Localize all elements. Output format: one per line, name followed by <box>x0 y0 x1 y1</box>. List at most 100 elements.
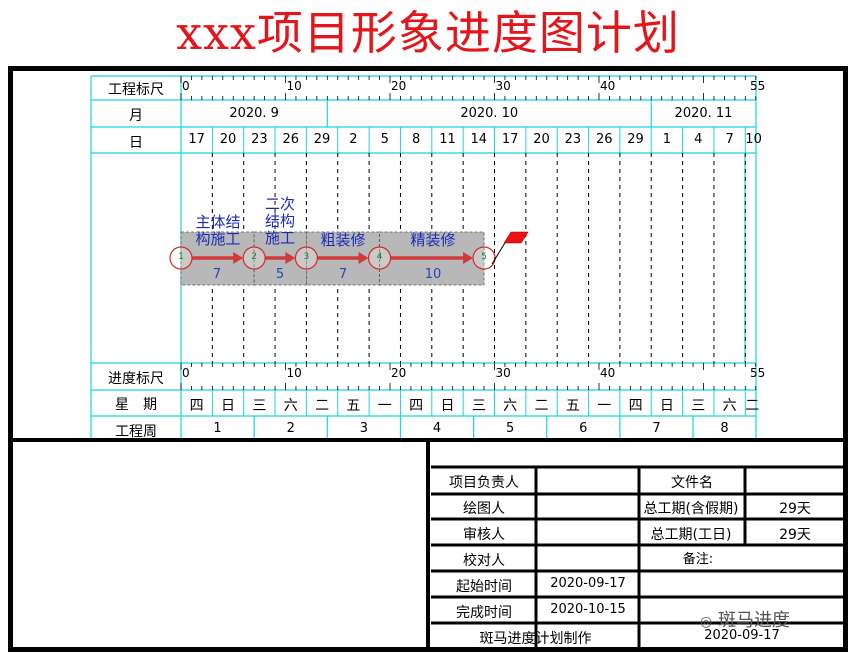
watermark-text: 斑马进度 <box>717 610 790 631</box>
day-cell: 23 <box>251 132 268 147</box>
file-name-label: 文件名 <box>671 475 713 491</box>
event-node <box>294 246 318 270</box>
made-date-value: 2020-09-17 <box>704 628 780 643</box>
week-cell: 3 <box>359 421 368 436</box>
row-label-scale-top: 工程标尺 <box>108 82 164 98</box>
scale-bottom-tick-label: 55 <box>750 366 766 380</box>
task-label-line: 构施工 <box>195 230 241 248</box>
scale-top-tick-label: 10 <box>286 79 302 93</box>
made-by-label: 斑马进度计划制作 <box>479 631 592 647</box>
weekday-cell: 四 <box>409 398 424 414</box>
month-cell: 2020. 10 <box>460 106 519 121</box>
event-node <box>242 246 266 270</box>
day-cell: 2 <box>349 132 358 147</box>
proofreader-label: 校对人 <box>463 553 505 569</box>
task-label-line: 结构 <box>264 212 295 230</box>
drawer-label: 绘图人 <box>463 501 505 517</box>
day-cell: 4 <box>694 132 703 147</box>
task-label-line: 二次 <box>264 195 295 213</box>
day-cell: 20 <box>219 132 237 147</box>
scale-top-tick-label: 0 <box>182 79 190 93</box>
scale-bottom-tick-label: 30 <box>495 366 511 380</box>
remarks-label: 备注: <box>682 552 714 567</box>
scale-bottom-tick-label: 40 <box>600 366 616 380</box>
week-cell: 4 <box>432 421 442 436</box>
event-node-label: 2 <box>251 252 257 262</box>
row-label-month: 月 <box>129 108 143 124</box>
weekday-cell: 日 <box>659 398 674 414</box>
row-label-scale-bottom: 进度标尺 <box>108 371 164 387</box>
task-arrow-head <box>233 252 244 264</box>
event-node-label: 1 <box>178 252 184 262</box>
wechat-icon: ◎ <box>700 614 713 630</box>
task-duration: 5 <box>275 267 285 282</box>
day-cell: 5 <box>380 132 389 147</box>
task-arrow-head <box>463 252 474 264</box>
day-cell: 26 <box>595 132 613 147</box>
day-cell: 29 <box>627 132 644 147</box>
day-cell: 7 <box>725 132 734 147</box>
week-cell: 1 <box>213 421 222 436</box>
weekday-cell: 四 <box>628 398 643 414</box>
row-label-weekday: 星 期 <box>115 397 157 413</box>
weekday-cell: 三 <box>252 398 267 414</box>
task-label-secondary-structure: 二次 结构 施工 <box>258 196 302 247</box>
day-cell: 11 <box>439 132 456 147</box>
event-node <box>367 246 392 270</box>
week-cell: 6 <box>579 421 588 436</box>
task-label-line: 施工 <box>264 229 295 247</box>
month-cell: 2020. 11 <box>674 106 733 121</box>
start-time-label: 起始时间 <box>456 579 512 595</box>
weekday-cell: 三 <box>471 398 486 414</box>
event-node <box>169 246 193 270</box>
weekday-cell: 日 <box>440 398 455 414</box>
task-duration: 10 <box>424 267 442 282</box>
weekday-cell: 六 <box>722 398 737 414</box>
weekday-cell: 一 <box>597 398 612 414</box>
watermark: ◎ 斑马进度 <box>700 606 790 632</box>
day-cell: 29 <box>313 132 331 147</box>
event-node <box>472 246 496 270</box>
scale-bottom-tick-label: 10 <box>286 366 302 380</box>
total-days-work-label: 总工期(工日) <box>650 527 732 543</box>
weekday-cell: 六 <box>283 398 298 414</box>
day-cell: 10 <box>745 132 762 147</box>
day-cell: 17 <box>501 132 519 147</box>
scale-top-tick-label: 40 <box>600 79 616 93</box>
reviewer-label: 审核人 <box>463 527 505 543</box>
day-cell: 23 <box>564 132 582 147</box>
end-time-label: 完成时间 <box>456 605 512 621</box>
task-duration: 7 <box>212 267 222 282</box>
task-label-line: 主体结 <box>195 213 241 231</box>
week-cell: 5 <box>506 421 515 436</box>
task-label-line: 精装修 <box>410 231 456 249</box>
task-arrow-head <box>285 252 296 264</box>
task-label-line: 粗装修 <box>320 231 366 249</box>
weekday-cell: 一 <box>377 398 392 414</box>
weekday-cell: 六 <box>503 398 518 414</box>
event-node-label: 4 <box>376 252 383 262</box>
task-bar <box>253 231 307 286</box>
scale-top-tick-label: 55 <box>750 79 766 93</box>
weekday-cell: 五 <box>565 398 580 414</box>
row-label-week: 工程周 <box>115 424 157 440</box>
event-node-label: 5 <box>481 252 487 262</box>
total-days-holidays-label: 总工期(含假期) <box>643 501 739 517</box>
task-arrow-head <box>358 252 369 264</box>
task-label-rough-finish: 粗装修 <box>312 232 374 249</box>
milestone-pole <box>491 240 507 265</box>
day-cell: 8 <box>411 132 421 147</box>
scale-top-tick-label: 20 <box>391 79 407 93</box>
weekday-cell: 五 <box>346 398 361 414</box>
week-cell: 2 <box>286 421 295 436</box>
task-label-main-structure: 主体结 构施工 <box>188 214 248 248</box>
weekday-cell: 日 <box>221 398 236 414</box>
row-label-day: 日 <box>129 135 143 151</box>
weekday-cell: 二 <box>315 398 330 414</box>
weekday-cell: 四 <box>189 398 204 414</box>
milestone-flag <box>503 231 529 244</box>
weekday-cell: 二 <box>745 398 760 414</box>
day-cell: 20 <box>533 132 550 147</box>
page-title: xxx项目形象进度图计划 <box>176 6 680 60</box>
